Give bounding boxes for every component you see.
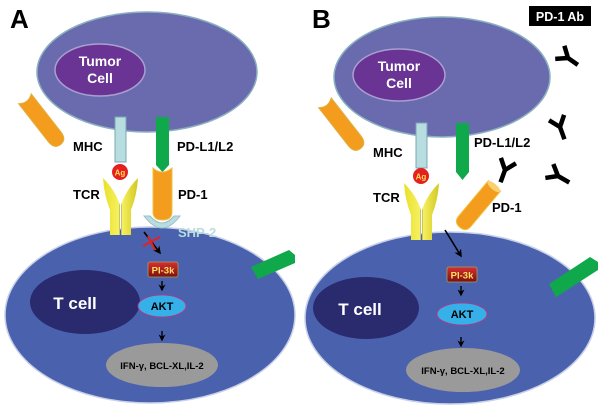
tcr-label: TCR [73, 187, 100, 202]
panel-letter: B [312, 4, 331, 34]
tcell-green-receptor [549, 257, 598, 297]
tumor-cell-body [36, 11, 258, 133]
tumor-cell-nucleus [54, 43, 146, 97]
pdl-label: PD-L1/L2 [474, 135, 530, 150]
pi3k-label: PI-3k [152, 266, 175, 277]
t-cell-label: T cell [53, 294, 96, 313]
cytokine-output-label: IFN-γ, BCL-XL,IL-2 [120, 361, 203, 372]
tumor-label-line1: Tumor [378, 58, 421, 74]
tumor-orange-receptor [317, 96, 365, 151]
mhc-stalk [415, 122, 428, 169]
akt-label: AKT [151, 301, 174, 313]
panel-a: A T cell Tumor Cell MHC PD-L1/L2 Ag TCR … [4, 4, 296, 404]
pdl-ligand [156, 117, 169, 172]
tcr-receptor [103, 178, 138, 235]
pi3k-box [446, 266, 478, 283]
t-cell-label: T cell [338, 300, 381, 319]
tumor-cell-nucleus [352, 48, 446, 102]
tcr-label: TCR [373, 190, 400, 205]
pd1-antibody-legend-label: PD-1 Ab [536, 10, 585, 24]
antigen [112, 164, 128, 180]
pdl-ligand [456, 123, 469, 180]
mhc-stalk [114, 116, 127, 163]
panel-b: B T cell Tumor Cell MHC PD-L1/L2 Ag TCR … [304, 4, 598, 405]
akt-node [137, 294, 187, 318]
tumor-label-line2: Cell [87, 70, 113, 86]
akt-label: AKT [451, 309, 474, 321]
shp2-phosphatase [142, 215, 182, 229]
antigen-label: Ag [115, 169, 126, 178]
antigen-label: Ag [416, 173, 427, 182]
pi3k-box [147, 261, 179, 278]
mhc-label: MHC [373, 145, 403, 160]
t-cell-nucleus [30, 270, 140, 334]
pd1-antibody-icon [545, 163, 571, 185]
cytokine-output [406, 348, 520, 392]
antigen [413, 168, 429, 184]
block-x-stroke-2 [147, 235, 156, 251]
akt-node [436, 302, 488, 326]
panel-letter: A [10, 4, 29, 34]
pd1-antibody-legend-box [529, 6, 591, 26]
pdl-label: PD-L1/L2 [177, 139, 233, 154]
pd1-receptor [455, 179, 502, 231]
tumor-orange-receptor [17, 92, 65, 147]
tcr-signal-arrow [444, 229, 462, 258]
pd1-antibody-icon [547, 114, 567, 140]
tumor-label-line1: Tumor [79, 53, 122, 69]
mhc-label: MHC [73, 139, 103, 154]
pi3k-label: PI-3k [451, 271, 474, 282]
pd1-label: PD-1 [492, 200, 522, 215]
tcr-receptor [404, 183, 439, 240]
t-cell-nucleus [313, 277, 419, 339]
pd1-antibody-icon [555, 45, 580, 67]
cytokine-output [106, 343, 218, 387]
tumor-label-line2: Cell [386, 75, 412, 91]
shp2-label: SHP-2 [178, 225, 216, 240]
cytokine-output-label: IFN-γ, BCL-XL,IL-2 [421, 366, 504, 377]
tcell-green-receptor [251, 250, 295, 279]
pd1-receptor [152, 166, 173, 221]
pd1-label: PD-1 [178, 187, 208, 202]
pd1-antibody-bound-icon [498, 157, 518, 183]
